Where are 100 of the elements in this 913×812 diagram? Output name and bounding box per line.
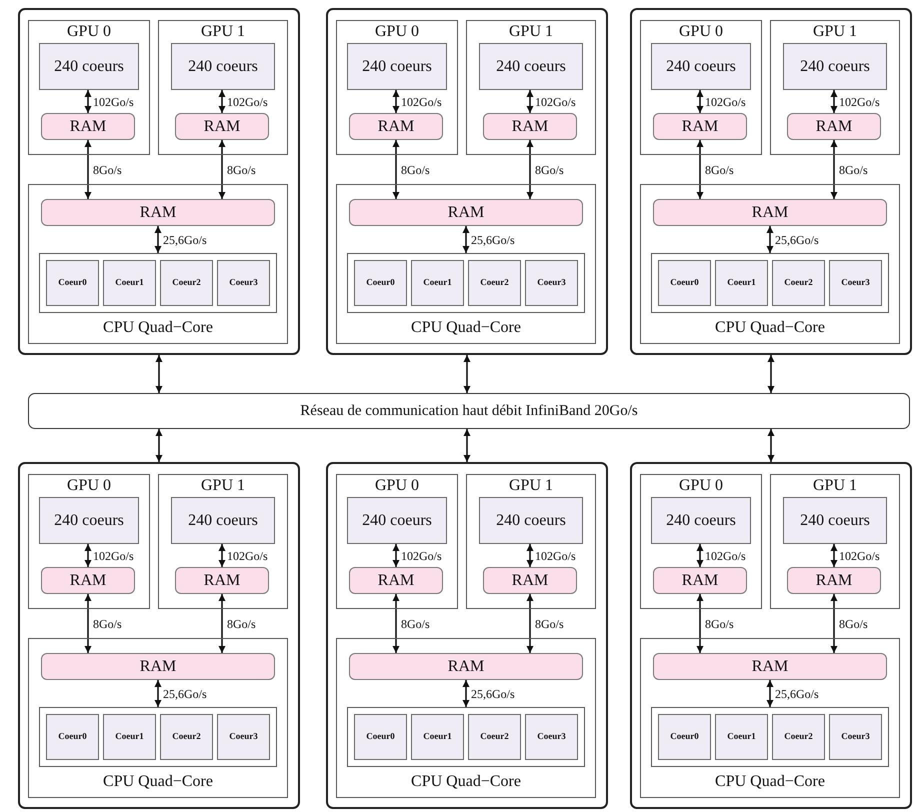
gpu-box [466,474,596,609]
core-box [160,714,213,760]
node-label: CPU Quad−Core [715,319,825,337]
node-label: Coeur0 [366,732,395,742]
node-label: RAM [752,204,788,222]
node-label: RAM [512,572,548,590]
node-label: RAM [448,658,484,676]
double-arrow [696,594,704,653]
double-arrow [464,429,470,462]
node-label: RAM [752,658,788,676]
node-label: Coeur3 [537,278,566,288]
ram-box [787,567,881,594]
core-box [46,714,99,760]
double-arrow [218,90,226,113]
edge-label: 102Go/s [838,96,881,108]
cpu-box [640,638,900,798]
edge-label: 8Go/s [226,164,257,176]
core-box [658,714,711,760]
core-group-box [39,43,139,90]
core-box [715,714,768,760]
double-arrow [766,226,774,253]
node-label: RAM [682,118,718,136]
double-arrow [392,594,400,653]
ram-box [349,199,583,226]
node-label: 240 coeurs [800,58,870,76]
double-arrow [218,594,226,653]
node-label: GPU 0 [66,23,111,41]
edge-label: 8Go/s [534,618,565,630]
double-arrow [84,90,92,113]
core-box [829,260,882,306]
edge-label: 102Go/s [92,96,135,108]
double-arrow [696,544,704,567]
gpu-box [28,474,150,609]
edge-label: 8Go/s [838,618,869,630]
double-arrow [830,544,838,567]
network-bar [28,393,910,429]
ram-box [483,567,577,594]
cluster-box [326,8,608,355]
gpu-box [158,20,288,155]
cluster-box [18,462,300,809]
core-box [354,714,407,760]
node-label: CPU Quad−Core [103,319,213,337]
node-label: Coeur1 [727,278,756,288]
node-label: GPU 1 [812,477,857,495]
double-arrow [696,90,704,113]
core-box [525,260,578,306]
node-label: RAM [140,204,176,222]
core-box [160,260,213,306]
edge-label: 102Go/s [838,550,881,562]
ram-box [653,113,747,140]
edge-label: 25,6Go/s [162,234,208,246]
node-label: RAM [204,118,240,136]
core-group-box [479,497,583,544]
core-group-box [783,43,887,90]
core-box [354,260,407,306]
core-box [468,714,521,760]
node-label: Coeur1 [115,278,144,288]
node-label: 240 coeurs [54,58,124,76]
core-container [347,253,585,313]
gpu-box [770,474,900,609]
node-label: GPU 1 [200,23,245,41]
edge-label: 8Go/s [838,164,869,176]
edge-label: 102Go/s [226,96,269,108]
node-label: Coeur0 [58,278,87,288]
core-group-box [39,497,139,544]
edge-label: 102Go/s [92,550,135,562]
core-box [658,260,711,306]
double-arrow [392,140,400,199]
cpu-box [640,184,900,344]
core-box [715,260,768,306]
double-arrow [84,544,92,567]
edge-label: 102Go/s [704,550,747,562]
node-label: CPU Quad−Core [411,319,521,337]
core-group-box [651,43,751,90]
node-label: GPU 0 [374,477,419,495]
core-group-box [171,497,275,544]
double-arrow [526,544,534,567]
cluster-box [326,462,608,809]
double-arrow [156,429,162,462]
node-label: RAM [70,572,106,590]
double-arrow [768,429,774,462]
node-label: GPU 1 [812,23,857,41]
node-label: RAM [204,572,240,590]
edge-label: 102Go/s [226,550,269,562]
cluster-box [630,462,912,809]
node-label: 240 coeurs [666,512,736,530]
ram-box [653,567,747,594]
double-arrow [218,140,226,199]
core-box [103,714,156,760]
node-label: Coeur3 [537,732,566,742]
node-label: RAM [140,658,176,676]
node-label: Coeur2 [172,732,201,742]
node-label: RAM [816,118,852,136]
edge-label: 8Go/s [534,164,565,176]
double-arrow [154,226,162,253]
core-container [651,707,889,767]
node-label: 240 coeurs [362,58,432,76]
core-box [468,260,521,306]
node-label: GPU 1 [200,477,245,495]
node-label: RAM [512,118,548,136]
